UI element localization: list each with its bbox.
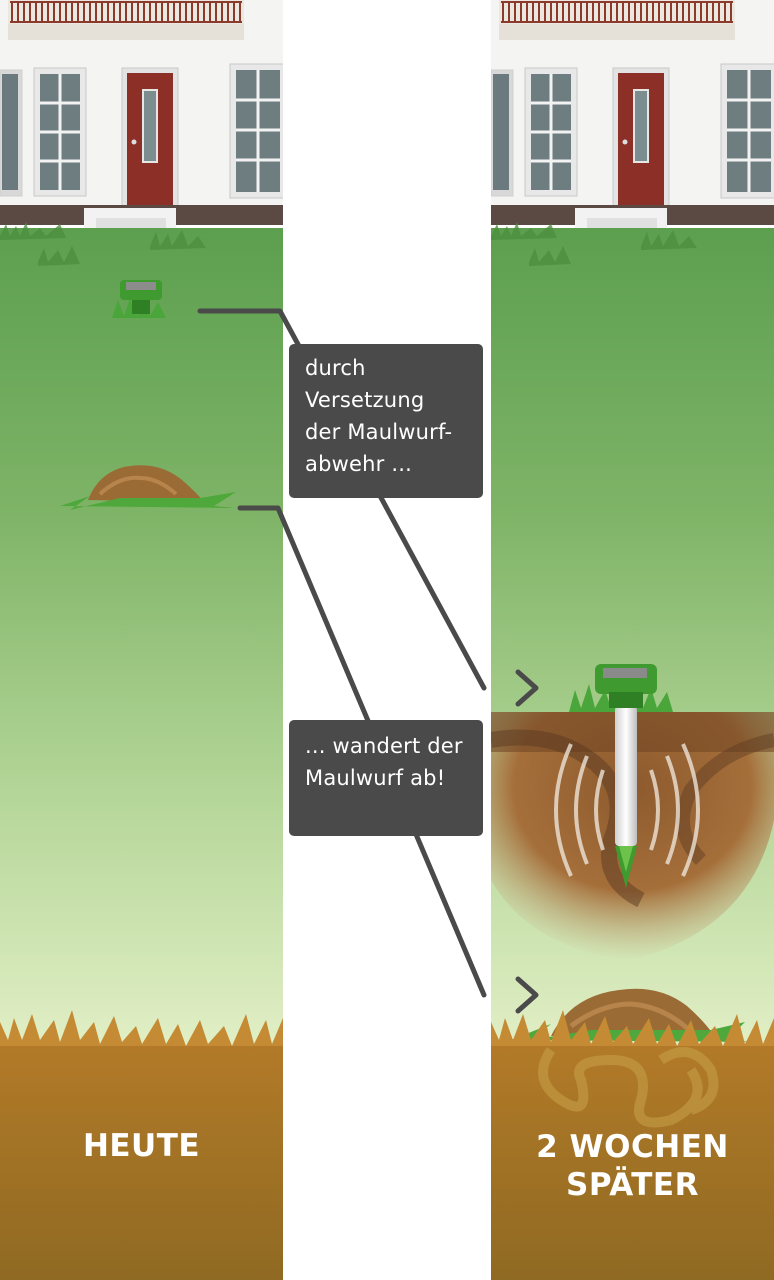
callout-line: abwehr ...: [305, 452, 412, 476]
label-later-line2: SPÄTER: [566, 1167, 699, 1203]
panel-later: [491, 0, 774, 1280]
repeller-device: [569, 664, 673, 888]
molehill: [60, 465, 236, 510]
mole-tunnels: [538, 1047, 719, 1128]
callout-mole-leaves: ... wandert der Maulwurf ab!: [289, 720, 483, 836]
house: [491, 0, 774, 230]
house: [0, 0, 283, 230]
ultrasound-waves: [554, 743, 700, 877]
label-later-line1: 2 WOCHEN: [536, 1129, 729, 1165]
panel-today: [0, 0, 283, 1280]
callout-line: durch: [305, 356, 366, 380]
repeller-device-small: [112, 280, 166, 318]
label-today-text: HEUTE: [82, 1128, 201, 1164]
label-two-weeks-later: 2 WOCHEN SPÄTER: [491, 1128, 774, 1204]
later-scene: [491, 0, 774, 1280]
today-scene: [0, 0, 283, 1280]
soil: [491, 1046, 774, 1280]
lawn: [0, 228, 283, 1050]
callout-line: Maulwurf ab!: [305, 766, 446, 790]
soil: [0, 1046, 283, 1280]
callout-line: Versetzung: [305, 388, 425, 412]
callout-relocation: durch Versetzung der Maulwurf- abwehr ..…: [289, 344, 483, 498]
label-today: HEUTE: [0, 1127, 283, 1165]
callout-line: ... wandert der: [305, 734, 463, 758]
callout-line: der Maulwurf-: [305, 420, 453, 444]
